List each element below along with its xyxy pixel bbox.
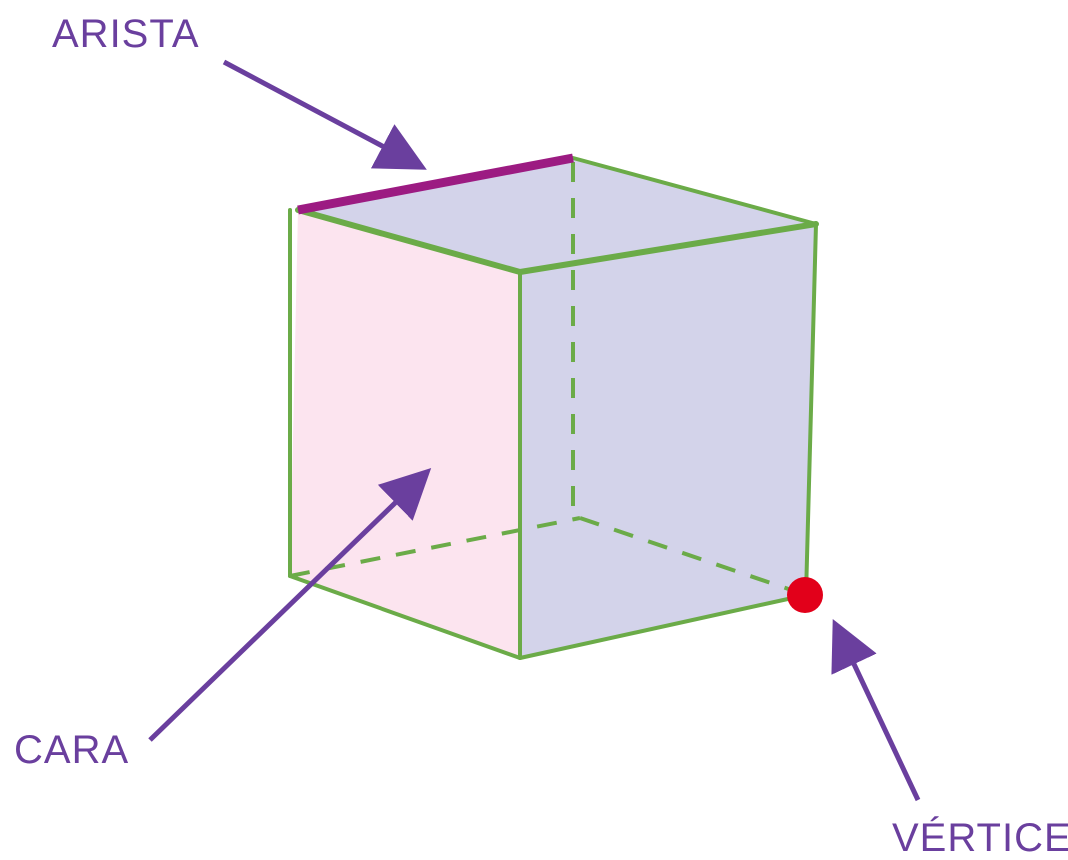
arrow-icon — [148, 59, 921, 802]
edge-label: ARISTA — [52, 12, 200, 56]
edge-top-right-back — [571, 156, 818, 226]
hidden-edge-left — [289, 516, 581, 578]
edge-bottom-left — [288, 574, 522, 660]
hidden-edges — [289, 162, 807, 597]
vertex-label: VÉRTICE — [892, 816, 1068, 860]
edge-top-left-front — [295, 207, 523, 275]
face-label: CARA — [14, 728, 130, 772]
edge-bottom-right — [518, 593, 808, 660]
hidden-edge-right — [579, 516, 807, 597]
arrow-vertex — [831, 618, 921, 802]
highlighted-edge — [297, 153, 574, 215]
visible-edges — [288, 156, 819, 660]
edge-right-vertical — [804, 222, 818, 597]
arrow-edge — [222, 59, 427, 170]
vertex-dot — [787, 577, 823, 613]
arrow-face — [148, 468, 432, 742]
edge-top-right-front — [517, 221, 819, 275]
front-face — [290, 210, 520, 658]
right-face — [520, 224, 816, 658]
